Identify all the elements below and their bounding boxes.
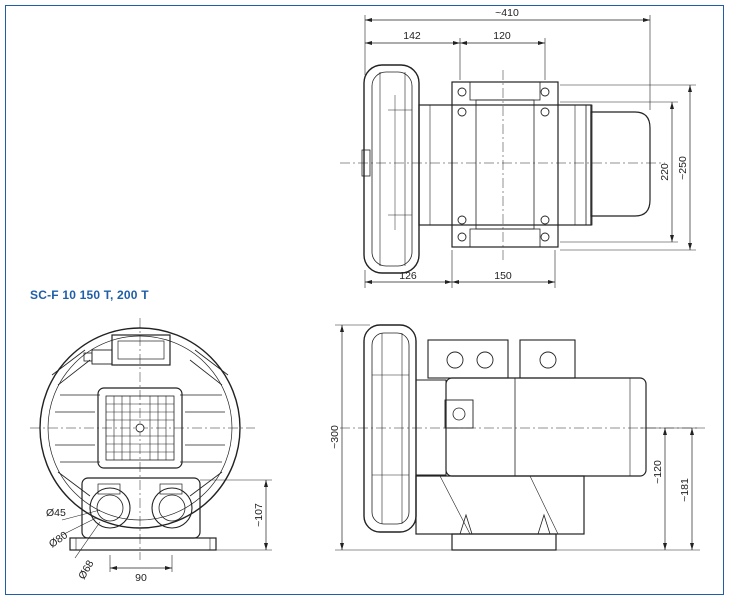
dim-height-inner: 220 — [659, 163, 671, 181]
dim-axis-height: ~120 — [652, 460, 664, 484]
dim-d45: Ø45 — [46, 507, 66, 519]
model-title: SC-F 10 150 T, 200 T — [30, 288, 149, 302]
dim-overall-width: ~410 — [495, 7, 519, 19]
dim-left-width: 142 — [403, 30, 421, 42]
dim-top-height: ~181 — [679, 478, 691, 502]
dim-total-height: ~300 — [329, 425, 341, 449]
side-view — [335, 324, 705, 551]
dim-d80: Ø80 — [47, 529, 70, 550]
dim-bottom-right: 150 — [494, 270, 512, 282]
dim-height-outer: ~250 — [677, 156, 689, 180]
dim-bottom-left: 126 — [399, 270, 417, 282]
top-view — [340, 15, 696, 288]
front-view — [30, 318, 272, 572]
dim-front-height: ~107 — [253, 503, 265, 527]
dim-d68: Ø68 — [76, 558, 96, 581]
dim-middle-width: 120 — [493, 30, 511, 42]
dim-port-spacing: 90 — [135, 572, 147, 584]
